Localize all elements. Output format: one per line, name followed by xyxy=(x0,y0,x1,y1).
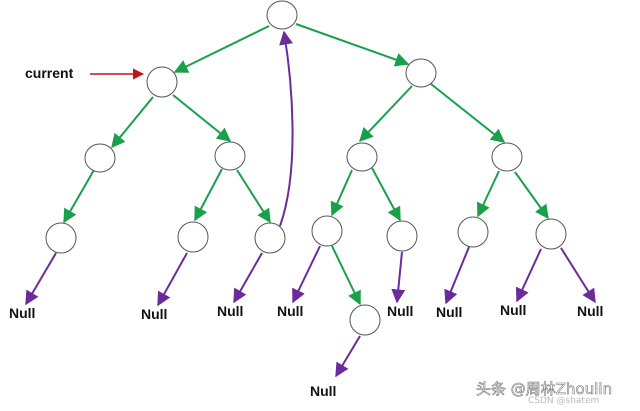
edge-lr-to-lrl xyxy=(194,168,223,222)
tree-node-left xyxy=(146,66,178,98)
edge-rr-to-rrl xyxy=(476,170,500,218)
tree-node-rlr xyxy=(386,220,418,252)
watermark-small-text: CSDN @shatem xyxy=(528,396,599,406)
tree-node-rr xyxy=(491,142,523,172)
tree-node-rrr xyxy=(535,218,567,250)
null-label-rll: Null xyxy=(277,303,303,319)
current-pointer-label: current xyxy=(25,65,74,81)
edge-left-to-lr xyxy=(172,94,232,142)
tree-node-lr xyxy=(214,141,246,171)
tree-node-rl xyxy=(346,142,378,172)
null-label-lll: Null xyxy=(9,305,35,321)
thread-edge-to-root xyxy=(279,30,294,227)
edge-root-to-left xyxy=(173,25,270,73)
null-edge-rrr-left xyxy=(515,248,542,303)
watermark-text: 头条 @周林Zhoulin xyxy=(476,380,612,398)
null-edge-lll xyxy=(25,252,57,306)
null-edge-lrl xyxy=(157,252,188,307)
null-edge-rrl xyxy=(444,246,470,305)
null-labels: Null Null Null Null Null Null Null Null … xyxy=(9,302,603,399)
edge-rl-to-rlr xyxy=(371,167,401,222)
null-edge-rll xyxy=(292,245,321,304)
tree-node-rll xyxy=(311,215,343,247)
null-label-rrr-right: Null xyxy=(577,303,603,319)
edge-rl-to-rll xyxy=(330,169,353,217)
null-label-rlr: Null xyxy=(387,303,413,319)
edge-ll-to-lll xyxy=(63,169,95,224)
null-label-rrl: Null xyxy=(436,304,462,320)
edge-right-to-rl xyxy=(359,85,413,143)
edge-rr-to-rrr xyxy=(514,171,549,220)
tree-node-lll xyxy=(45,222,77,254)
tree-node-root xyxy=(266,0,298,30)
null-label-lrl: Null xyxy=(141,306,167,322)
null-edge-rllr xyxy=(335,335,361,378)
null-edges xyxy=(25,245,596,378)
edge-left-to-ll xyxy=(111,96,154,149)
tree-node-right xyxy=(405,58,437,88)
tree-node-ll xyxy=(84,143,116,173)
edge-lr-to-lrr xyxy=(236,169,271,224)
null-label-lrr: Null xyxy=(217,303,243,319)
null-label-rrr-left: Null xyxy=(500,302,526,318)
edge-rll-to-rllr xyxy=(331,245,361,306)
tree-node-lrl xyxy=(177,221,209,253)
null-label-rllr: Null xyxy=(310,383,336,399)
null-edge-lrr xyxy=(233,252,263,304)
tree-edges xyxy=(63,23,549,306)
tree-nodes xyxy=(45,0,567,336)
edge-root-to-right xyxy=(295,23,410,67)
null-edge-rlr xyxy=(391,251,406,304)
edge-right-to-rr xyxy=(430,83,506,143)
tree-node-rrl xyxy=(457,216,489,248)
tree-node-rllr xyxy=(349,304,381,336)
tree-node-lrr xyxy=(254,222,286,254)
null-edge-rrr-right xyxy=(560,247,596,304)
